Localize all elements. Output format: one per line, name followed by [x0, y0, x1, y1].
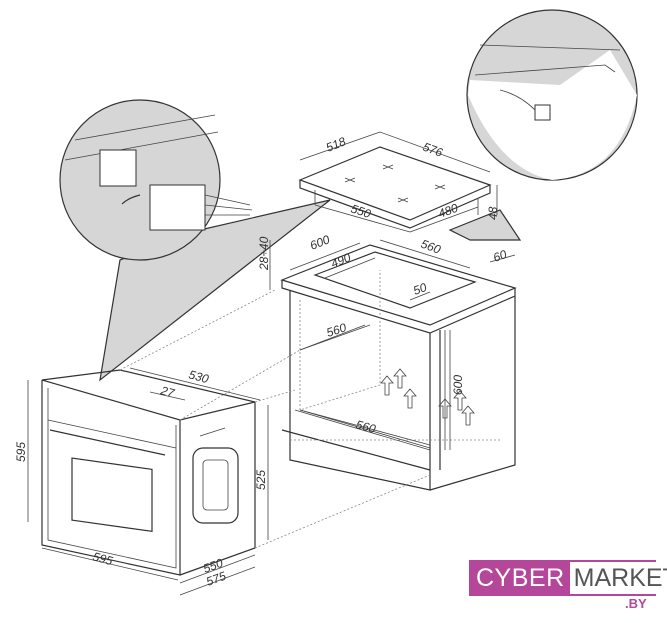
oven-handle — [49, 429, 166, 456]
logo-part2: MARKET — [569, 562, 667, 594]
dim-cabinet-inner-width: 560 — [325, 320, 349, 340]
dim-cutout-width: 560 — [419, 237, 443, 257]
dim-hob-depth: 518 — [324, 134, 348, 155]
dim-cabinet-bottom-width: 560 — [354, 417, 377, 436]
dim-cabinet-height: 600 — [451, 375, 465, 395]
connector-callout — [59, 99, 331, 382]
cybermarket-logo: CYBER MARKET — [469, 560, 667, 596]
terminal-icon — [534, 104, 551, 121]
dim-hob-height: 48 — [486, 206, 500, 220]
dim-back-clearance: 60 — [491, 247, 509, 265]
oven — [41, 289, 431, 576]
plug-icon — [149, 184, 206, 231]
dim-worktop-depth: 600 — [308, 232, 332, 253]
arrow-icon — [121, 194, 141, 205]
hob — [298, 131, 498, 233]
logo-suffix: .BY — [624, 596, 648, 611]
dim-hob-width: 576 — [421, 140, 445, 160]
dim-worktop-thickness: 28÷40 — [257, 236, 271, 271]
dim-hob-cutout-depth: 550 — [349, 202, 373, 222]
dimension-lines — [27, 239, 516, 596]
dim-oven-width: 595 — [91, 549, 114, 568]
dim-hob-cutout-width: 480 — [436, 201, 460, 221]
dim-oven-body-height: 525 — [254, 470, 268, 490]
dim-oven-depth: 530 — [187, 367, 210, 386]
dim-oven-panel: 27 — [158, 383, 177, 401]
cable-callout — [448, 9, 638, 241]
logo-part1: CYBER — [471, 562, 570, 594]
dim-oven-height: 595 — [14, 442, 28, 462]
socket-icon — [99, 149, 137, 187]
oven-window — [71, 457, 153, 533]
dim-oven-total-depth: 575 — [204, 569, 228, 589]
dim-front-clearance: 50 — [411, 280, 429, 298]
cabinet — [280, 244, 517, 491]
dim-oven-body-depth: 550 — [201, 556, 225, 576]
airflow-arrows-icon — [380, 368, 475, 426]
